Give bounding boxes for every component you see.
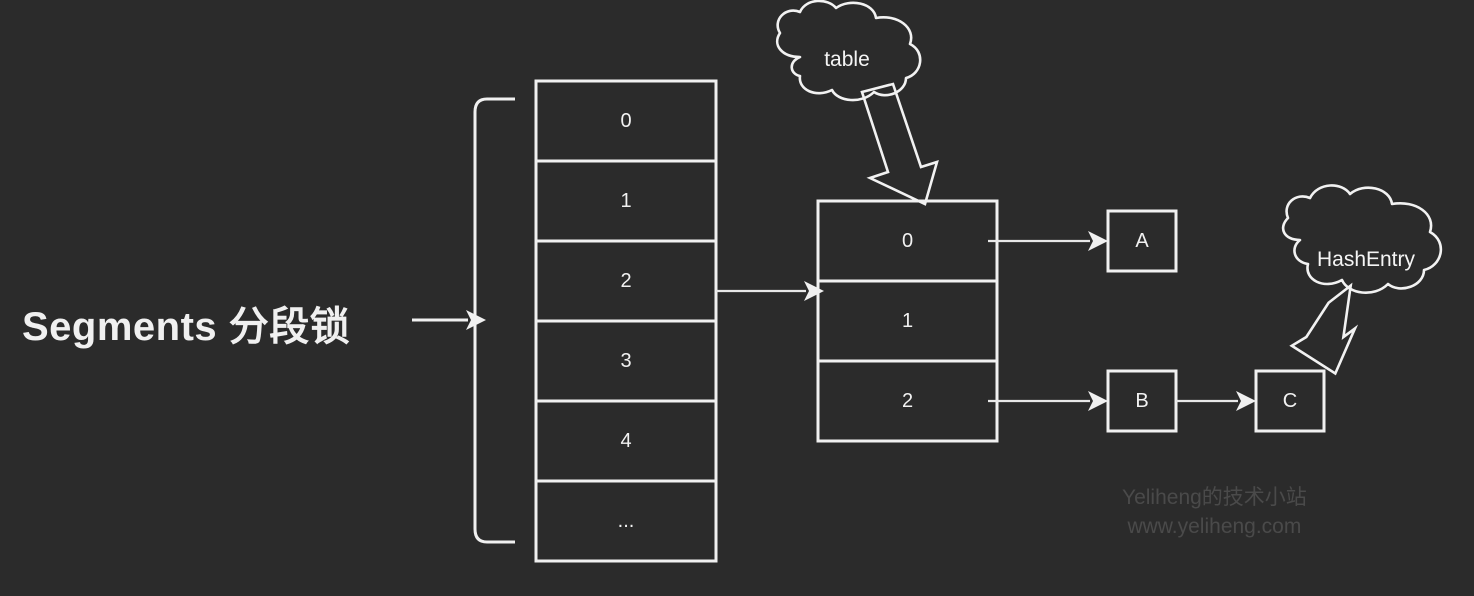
block-arrow-icon-table: [860, 82, 939, 206]
segments-array-outline: [534, 79, 718, 563]
watermark-line-2: www.yeliheng.com: [1127, 515, 1302, 538]
watermark-line-1: Yeliheng的技术小站: [1122, 486, 1307, 509]
block-arrow-icon-hashentry: [1289, 282, 1359, 376]
table2-to-b-arrow: [988, 391, 1108, 411]
b-to-c-arrow: [1176, 391, 1256, 411]
page-title: Segments 分段锁: [22, 305, 351, 349]
entry-box-c[interactable]: C: [1282, 389, 1298, 412]
entry-box-a[interactable]: A: [1135, 229, 1149, 252]
watermark: Yeliheng的技术小站 www.yeliheng.com: [1122, 483, 1307, 541]
left-curly-brace-icon: [473, 97, 515, 544]
entry-box-b[interactable]: B: [1135, 389, 1149, 412]
table-array-outline: [816, 199, 999, 443]
segment-to-table-arrow: [716, 281, 824, 301]
cloud-callout-icon-table: [775, 0, 922, 102]
cloud-callout-icon-hashentry: [1281, 184, 1443, 294]
hashentry-cloud-label: HashEntry: [1316, 248, 1416, 271]
table0-to-a-arrow: [988, 231, 1108, 251]
table-cloud-label: table: [824, 48, 870, 71]
